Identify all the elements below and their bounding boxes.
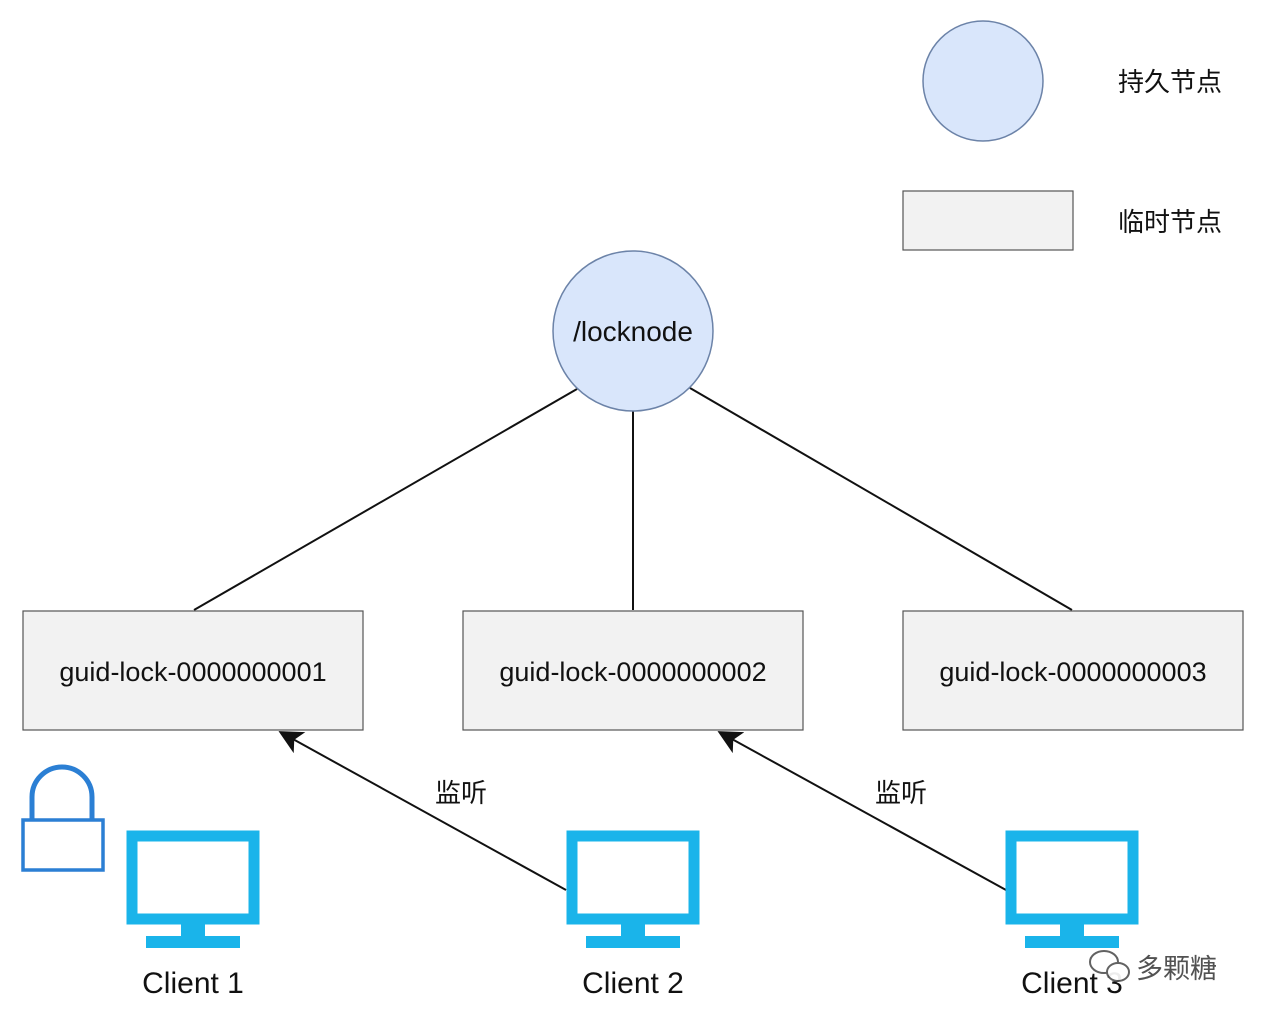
legend-ephemeral-node-shape — [902, 190, 1074, 251]
client-1: Client 1 — [126, 830, 260, 1000]
tree-edges — [193, 387, 1073, 611]
root-node-shape — [552, 250, 714, 412]
padlock-icon — [21, 764, 105, 872]
monitor-icon — [126, 830, 260, 948]
child-node-3-label: guid-lock-0000000003 — [939, 657, 1206, 687]
client-2-label: Client 2 — [582, 967, 684, 1000]
client-1-label: Client 1 — [142, 967, 244, 1000]
edge-root-to-node-1 — [193, 388, 578, 611]
watch-label-2: 监听 — [875, 779, 927, 809]
child-node-3-shape — [902, 610, 1244, 731]
watch-arrow-client3-to-node2 — [717, 731, 1007, 891]
watch-edges: 监听 监听 — [278, 731, 1007, 891]
child-node-1-label: guid-lock-0000000001 — [59, 657, 326, 687]
watch-label-1: 监听 — [435, 779, 487, 809]
client-3: Client 3 — [1005, 830, 1139, 1000]
watch-arrow-client2-to-node1 — [278, 731, 567, 891]
watermark: 多颗糖 多颗糖 — [1088, 949, 1219, 987]
child-node-2: guid-lock-0000000002 — [462, 610, 804, 731]
child-node-1: guid-lock-0000000001 — [22, 610, 364, 731]
legend-persistent-node-shape — [922, 20, 1044, 142]
legend: 持久节点 临时节点 — [902, 20, 1222, 251]
edge-root-to-node-3 — [689, 387, 1073, 611]
client-2: Client 2 — [566, 830, 700, 1000]
root-node-label: /locknode — [573, 316, 693, 347]
child-node-3: guid-lock-0000000003 — [902, 610, 1244, 731]
legend-persistent-label: 持久节点 — [1118, 68, 1222, 98]
root-node: /locknode — [552, 250, 714, 412]
monitor-icon — [566, 830, 700, 948]
child-node-1-shape — [22, 610, 364, 731]
child-node-2-shape — [462, 610, 804, 731]
wechat-icon — [1088, 949, 1130, 982]
watermark-text: 多颗糖 — [1136, 954, 1217, 985]
monitor-icon — [1005, 830, 1139, 948]
legend-ephemeral-label: 临时节点 — [1118, 208, 1222, 238]
child-node-2-label: guid-lock-0000000002 — [499, 657, 766, 687]
watermark-text-fill: 多颗糖 — [1136, 954, 1217, 985]
